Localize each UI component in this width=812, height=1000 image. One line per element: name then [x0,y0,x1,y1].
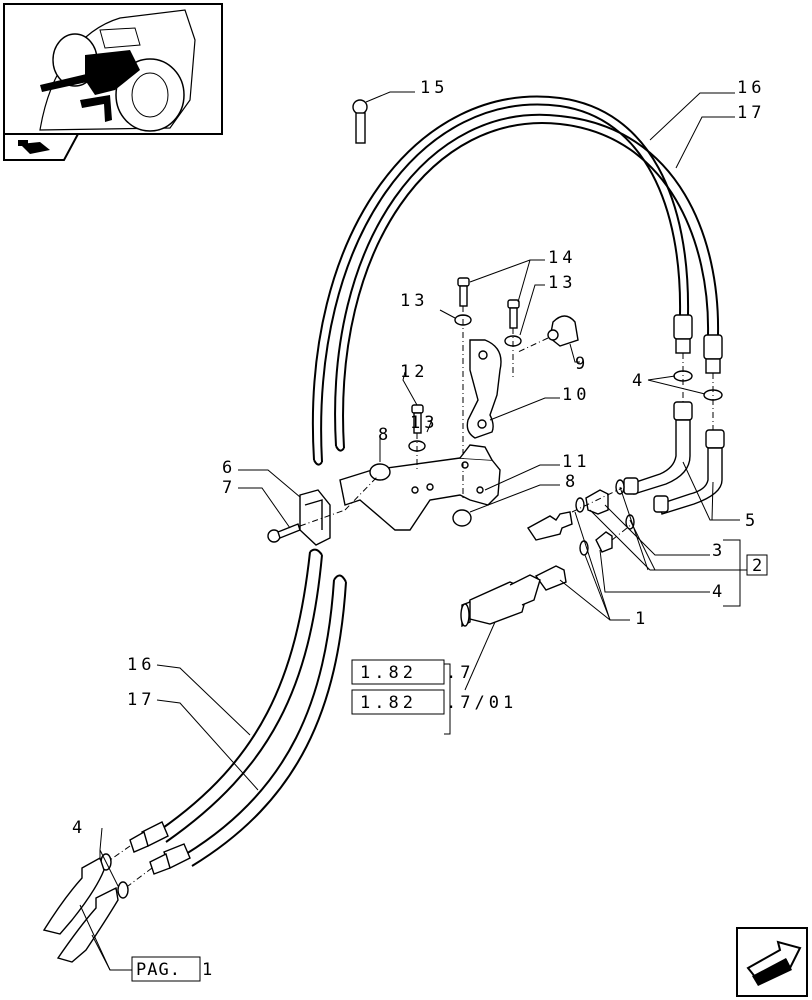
callout-2-box[interactable]: 2 [746,554,768,576]
callout-4-bottom: 4 [72,818,86,838]
callout-14: 14 [548,248,576,268]
callout-8-b: 8 [565,472,579,492]
callout-3: 3 [712,541,726,561]
o-rings-4-top [647,353,723,430]
page-box-text: PAG. [136,960,181,980]
bolt-14-b [469,259,545,380]
hose-end-fitting-17 [703,334,723,374]
leader-17-top [675,116,735,169]
callout-13-a: 13 [400,291,428,311]
reference-bracket [444,663,451,735]
leader-16-bottom [156,664,251,736]
leader-17-bottom [156,699,259,791]
callout-11: 11 [562,452,590,472]
bolt-12 [402,371,426,470]
callout-15: 15 [420,78,448,98]
next-page-arrow-icon[interactable] [736,927,808,997]
ref-a-box-text: 1.82 [360,663,417,683]
elbow-pipes-5 [623,401,740,521]
quick-coupler [460,574,541,691]
callout-7: 7 [222,478,236,498]
callout-17-top: 17 [737,103,765,123]
spacer-8-a [369,435,391,481]
reference-1-82-7[interactable]: 1.82 .7 [351,659,474,685]
leader-13-a [439,309,456,319]
callout-1: 1 [635,609,649,629]
callout-2: 2 [752,556,766,576]
hose-end-fitting-16 [673,314,693,354]
callout-4-mid: 4 [712,582,726,602]
page-suffix: 1 [202,960,216,980]
callout-10: 10 [562,385,590,405]
sensor-9 [517,315,580,363]
spacer-8-b [452,484,560,527]
section-badge-icon[interactable] [3,133,80,161]
callout-17-bottom: 17 [127,690,155,710]
callout-5: 5 [745,511,759,531]
bolt-14-a [454,277,472,500]
ref-a-suffix: .7 [446,663,474,683]
axis-clamp [344,475,379,511]
leader-10 [489,397,560,421]
leader-13-c [426,419,433,433]
bracket-11 [339,444,501,531]
callout-9: 9 [575,354,589,374]
leader-16-top [649,92,735,141]
leader-13-b [519,284,545,336]
upper-hose-16 [311,95,690,466]
callout-6: 6 [222,458,236,478]
lower-hose-17 [185,574,347,867]
bracket-10 [466,339,502,439]
callout-13-c: 13 [410,413,438,433]
lower-hose-end-fittings [42,821,191,971]
callout-13-b: 13 [548,273,576,293]
reference-1-82-7-01[interactable]: 1.82 .7/01 [351,689,517,715]
fittings-right [526,479,750,621]
bolt-7 [238,487,346,543]
page-reference[interactable]: PAG. 1 [131,956,216,982]
leader-11 [484,464,560,491]
callout-12: 12 [400,362,428,382]
bracket-2 [723,539,741,607]
tractor-thumbnail-icon[interactable] [3,3,223,135]
bolt-15 [352,91,415,144]
ref-b-suffix: .7/01 [446,693,517,713]
callout-4-top: 4 [632,371,646,391]
ref-b-box-text: 1.82 [360,693,417,713]
callout-16-top: 16 [737,78,765,98]
upper-hose-17 [334,113,720,452]
callout-16-bottom: 16 [127,655,155,675]
callout-8-a: 8 [378,425,392,445]
lower-hose-16 [159,548,323,843]
